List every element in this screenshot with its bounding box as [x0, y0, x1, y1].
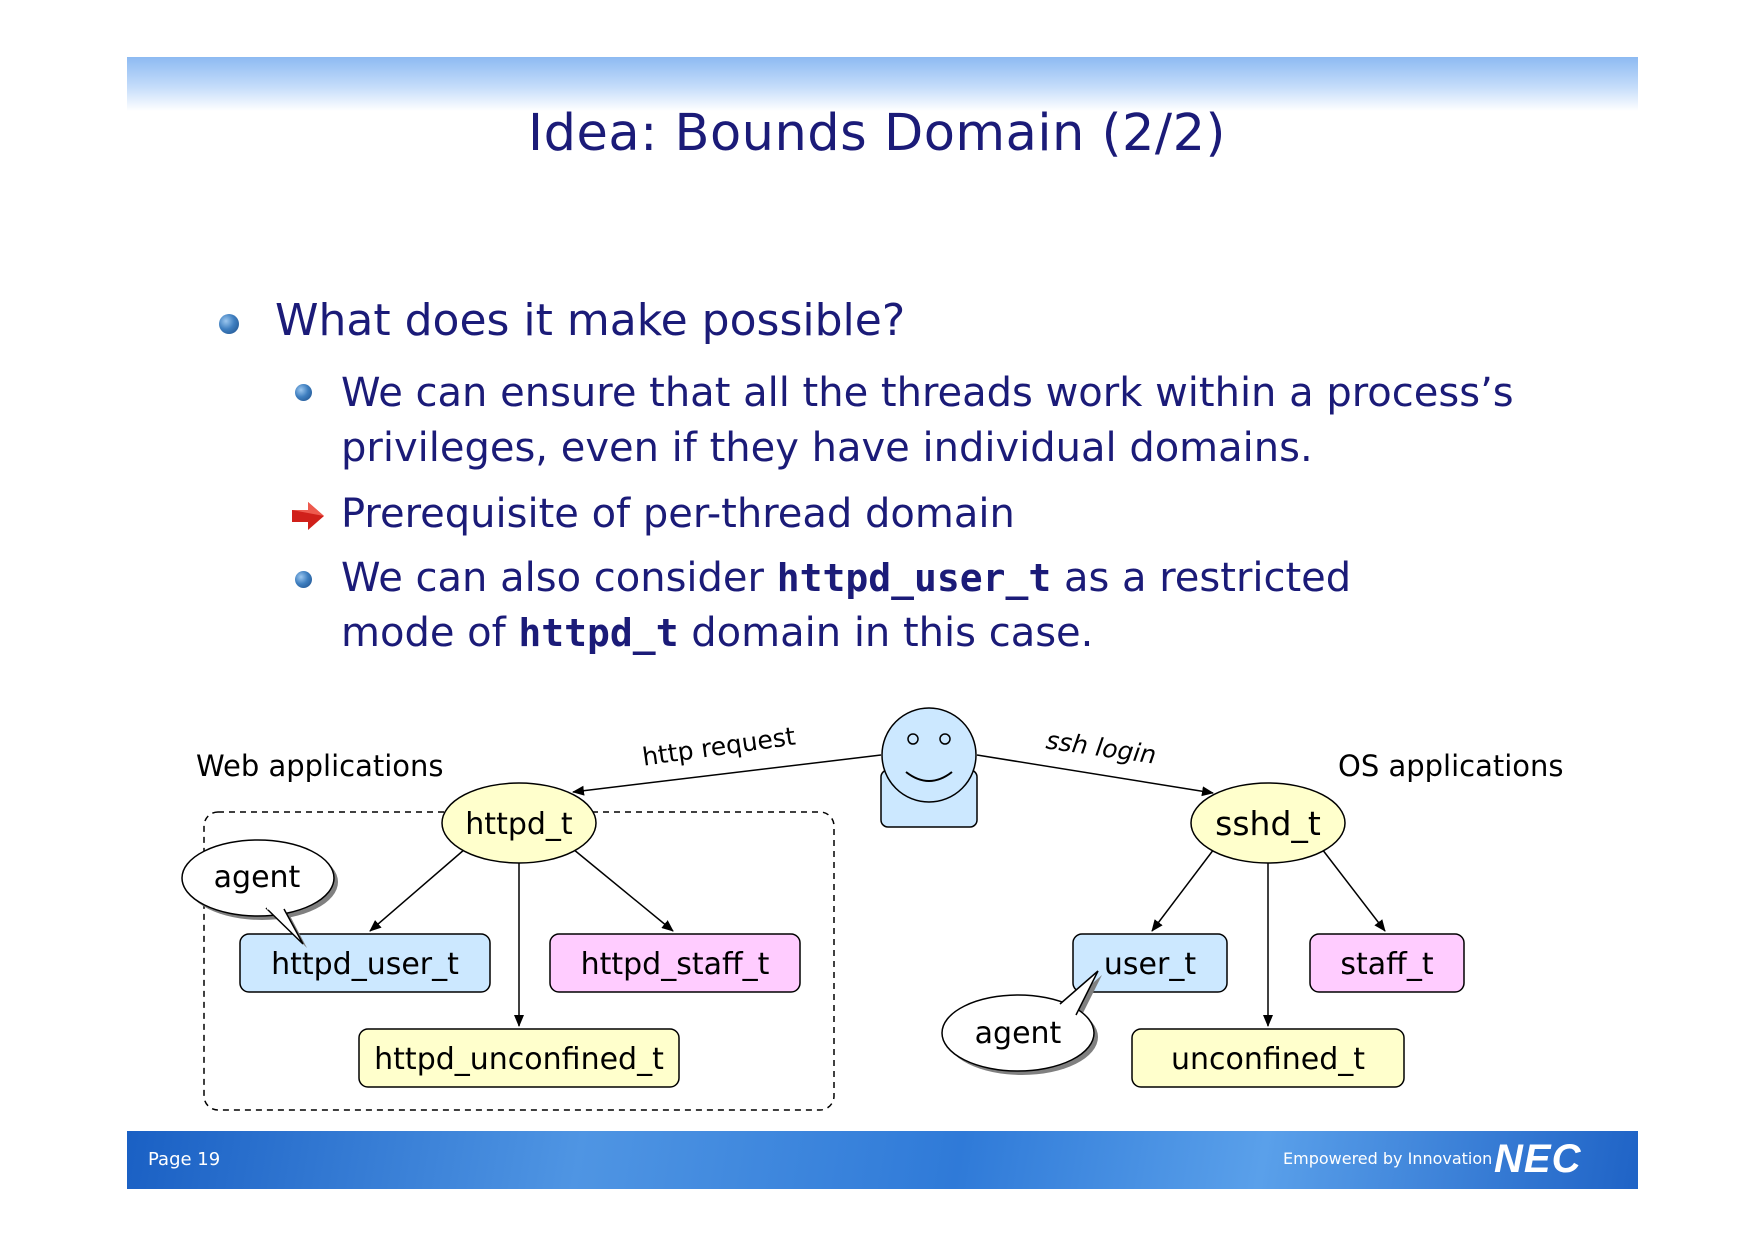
edge-http-request: [572, 754, 882, 796]
footer-band: [127, 1131, 1638, 1189]
agent-label-right: agent: [975, 1016, 1062, 1051]
slide-title: Idea: Bounds Domain (2/2): [528, 104, 1226, 163]
red-arrow-icon: [292, 502, 324, 530]
text-span: mode of: [341, 610, 519, 656]
node-user-t-label: user_t: [1104, 947, 1196, 982]
edge-httpd-to-user: [369, 848, 466, 932]
nec-logo: NEC: [1494, 1137, 1582, 1181]
edge-sshd-to-staff: [1321, 848, 1386, 932]
node-httpd-user-t: [239, 933, 491, 993]
node-unconfined-t: [1131, 1028, 1405, 1088]
bullet-level2-consider: We can also consider httpd_user_t as a r…: [341, 555, 1351, 601]
edge-httpd-to-staff: [572, 848, 674, 932]
node-httpd-t-label: httpd_t: [465, 807, 573, 842]
node-unconfined-t-label: unconfined_t: [1171, 1042, 1365, 1077]
page-number: Page 19: [148, 1149, 221, 1170]
footer-tagline: Empowered by Innovation: [1283, 1149, 1493, 1168]
text-span: domain in this case.: [678, 610, 1094, 656]
bullet-icon: [295, 384, 312, 401]
node-staff-t-label: staff_t: [1340, 947, 1433, 982]
web-applications-label: Web applications: [196, 749, 444, 783]
bullet-level2-mode: mode of httpd_t domain in this case.: [341, 610, 1093, 656]
edge-label-http: http request: [640, 721, 797, 771]
header-band: [127, 57, 1638, 111]
node-httpd-t: [441, 782, 597, 864]
bullet-level2-line2: privileges, even if they have individual…: [341, 425, 1313, 471]
os-applications-label: OS applications: [1338, 749, 1564, 783]
text-span: as a restricted: [1051, 555, 1352, 601]
node-sshd-t-label: sshd_t: [1215, 804, 1321, 843]
node-httpd-user-t-label: httpd_user_t: [271, 947, 459, 982]
code-httpd-t: httpd_t: [518, 611, 679, 655]
edge-ssh-login: [976, 754, 1214, 797]
node-user-t: [1072, 933, 1228, 993]
agent-callout-right: agent: [941, 970, 1102, 1075]
code-httpd-user-t: httpd_user_t: [776, 556, 1052, 600]
edge-sshd-to-user: [1151, 848, 1215, 932]
edge-label-ssh: ssh login: [1044, 726, 1158, 770]
node-httpd-staff-t: [549, 933, 801, 993]
user-smiley-icon: [880, 707, 978, 828]
bullet-level1: What does it make possible?: [275, 295, 906, 346]
bullet-level2-line1: We can ensure that all the threads work …: [341, 370, 1514, 416]
node-httpd-staff-t-label: httpd_staff_t: [581, 947, 770, 982]
node-sshd-t: [1190, 782, 1346, 864]
agent-callout-left: agent: [181, 839, 338, 948]
bullet-icon: [295, 571, 312, 588]
node-staff-t: [1309, 933, 1465, 993]
bullet-icon: [219, 314, 239, 334]
agent-label-left: agent: [214, 860, 301, 895]
node-httpd-unconfined-t: [358, 1028, 680, 1088]
text-span: We can also consider: [341, 555, 777, 601]
bullet-arrow-item: Prerequisite of per-thread domain: [341, 491, 1015, 537]
node-httpd-unconfined-t-label: httpd_unconfined_t: [374, 1042, 664, 1077]
